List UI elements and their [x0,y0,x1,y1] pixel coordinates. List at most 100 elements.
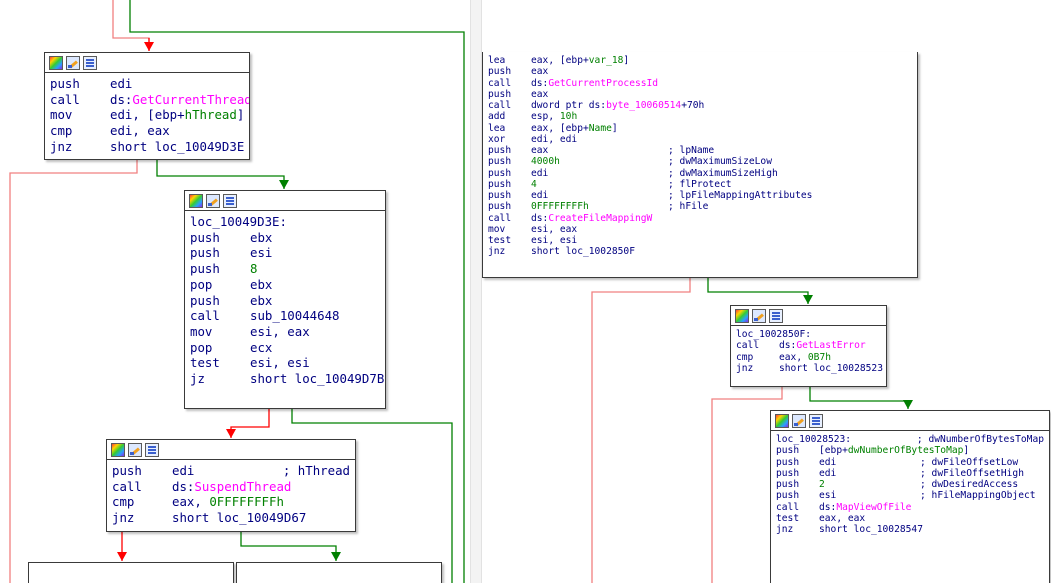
color-palette-icon[interactable] [735,308,749,323]
graph-overview-icon[interactable] [223,193,237,208]
graph-overview-icon[interactable] [769,308,783,323]
edit-node-icon[interactable] [66,55,80,70]
block-label[interactable]: loc_10049D3E: [190,214,287,229]
block-label[interactable]: loc_10028523: [776,434,852,445]
mnemonic: cmp [50,123,73,139]
edge-to-loc-10049D3E[interactable] [156,160,285,189]
instruction-row[interactable]: push[ebp+dwNumberOfBytesToMap] [776,445,1044,456]
color-palette-icon[interactable] [49,55,63,70]
operand-text: ebx [250,276,273,292]
graph-overview-icon[interactable] [83,55,97,70]
code-block-partial-right[interactable] [236,562,442,583]
code-block-partial-left[interactable] [28,562,234,583]
operands: ebx [250,230,272,246]
operands: edi [819,468,836,479]
operand-text: esi, esi [531,235,578,246]
operands: edi [819,457,836,468]
graph-overview-icon[interactable] [145,442,159,457]
edge-outer-green[interactable] [129,0,465,583]
operand-text: sub_10044648 [250,308,340,324]
color-palette-icon[interactable] [775,413,789,428]
edge-jz-green[interactable] [291,409,453,583]
edge-to-loc-1002850F[interactable] [707,278,809,304]
edit-node-icon[interactable] [206,193,220,208]
edge-fallthrough-red-right[interactable] [591,278,691,583]
edge-to-suspend-thread[interactable] [230,409,270,438]
edge-suspend-true[interactable] [240,532,337,561]
edge-getlasterror-red[interactable] [711,387,783,583]
graph-overview-icon[interactable] [809,413,823,428]
edge-fallthrough-red[interactable] [9,160,138,583]
edge-entry-red[interactable] [112,0,150,51]
mnemonic: push [776,467,800,479]
import-name: SuspendThread [194,478,292,494]
edge-to-loc-10028523[interactable] [809,387,909,409]
left-graph-edges [9,0,465,583]
pane-divider[interactable] [470,0,482,583]
edit-node-icon[interactable] [128,442,142,457]
color-palette-icon[interactable] [111,442,125,457]
edit-node-icon[interactable] [752,308,766,323]
color-palette-icon[interactable] [189,193,203,208]
edit-node-icon[interactable] [792,413,806,428]
block-label[interactable]: loc_1002850F: [736,329,812,340]
mnemonic: call [488,77,512,89]
